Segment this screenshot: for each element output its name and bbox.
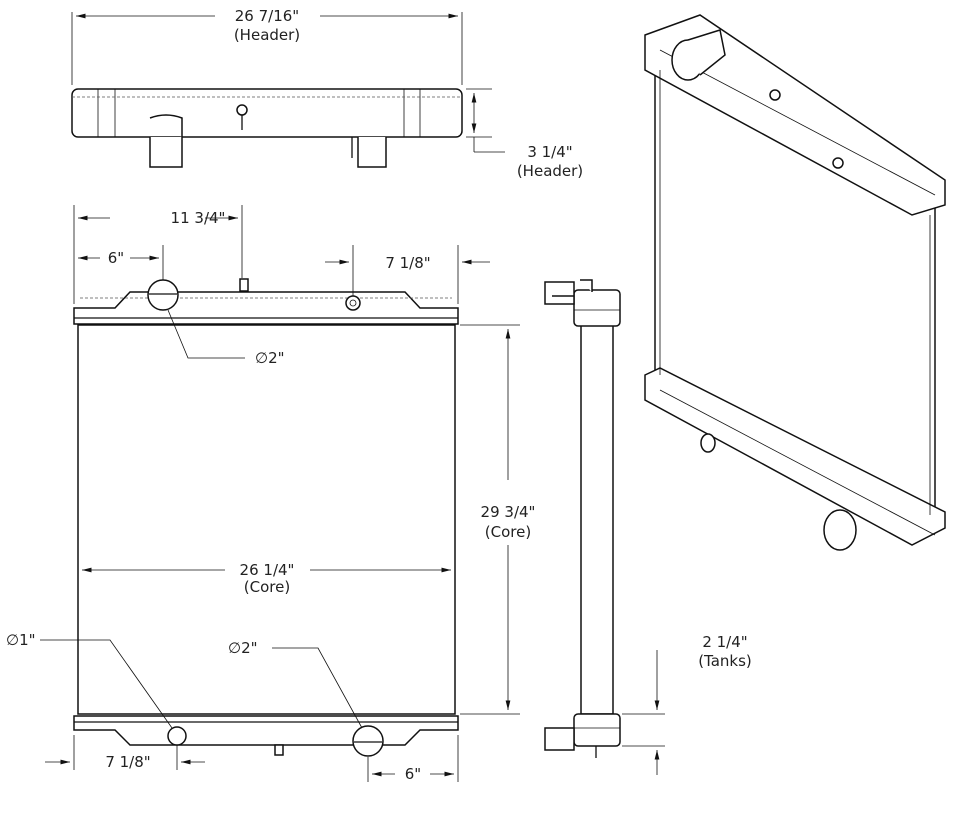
core-width-sub: (Core) <box>244 578 290 596</box>
right-offset-top-label: 7 1/8" <box>385 254 430 272</box>
side-view <box>544 279 665 775</box>
isometric-view <box>644 14 946 551</box>
bottom-port-diameter-label: ∅2" <box>228 639 258 657</box>
header-height-sub: (Header) <box>517 162 583 180</box>
front-view <box>40 205 520 782</box>
top-port-diameter-label: ∅2" <box>255 349 285 367</box>
header-width-label: 26 7/16" <box>235 7 299 25</box>
inlet-offset-label: 11 3/4" <box>171 209 226 227</box>
right-offset-bottom-label: 6" <box>405 765 421 783</box>
left-offset-bottom-label: 7 1/8" <box>105 753 150 771</box>
header-top-view <box>71 12 505 168</box>
core-height-sub: (Core) <box>485 523 531 541</box>
core-height-label: 29 3/4" <box>481 503 536 521</box>
core-width-label: 26 1/4" <box>240 561 295 579</box>
tank-depth-sub: (Tanks) <box>698 652 752 670</box>
tank-depth-label: 2 1/4" <box>702 633 747 651</box>
header-height-label: 3 1/4" <box>527 143 572 161</box>
header-width-sub: (Header) <box>234 26 300 44</box>
left-offset-label: 6" <box>108 249 124 267</box>
drain-diameter-label: ∅1" <box>6 631 36 649</box>
